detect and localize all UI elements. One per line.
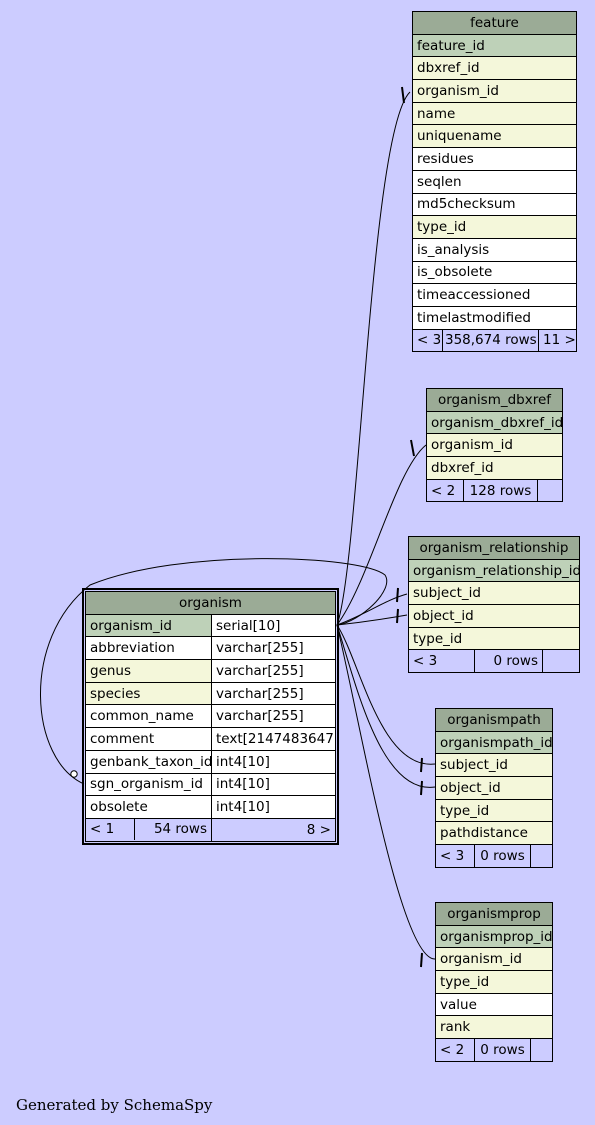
column-name: type_id	[408, 626, 580, 651]
cardinality-mark	[401, 86, 405, 104]
column-type: varchar[255]	[211, 704, 336, 729]
column-name: organism_relationship_id	[408, 558, 580, 583]
column-name: comment	[85, 727, 212, 751]
column-name: is_obsolete	[412, 260, 577, 285]
edge-organism-dbxref-organism	[336, 444, 427, 626]
column-name: residues	[412, 147, 577, 171]
table-feature[interactable]: feature feature_id dbxref_id organism_id…	[412, 11, 577, 353]
children-count[interactable]: 11 >	[538, 328, 577, 353]
column-name: is_analysis	[412, 237, 577, 262]
column-name: organism_id	[85, 613, 212, 638]
column-name: organismpath_id	[435, 730, 553, 755]
edge-path-subject	[336, 624, 436, 765]
row-count: 358,674 rows	[442, 328, 539, 353]
table-organismprop[interactable]: organismprop organismprop_id organism_id…	[435, 902, 553, 1062]
column-name: name	[412, 101, 577, 126]
parents-count[interactable]: < 3	[408, 649, 475, 674]
cardinality-mark	[396, 608, 399, 624]
column-name: organism_id	[412, 79, 577, 103]
edge-feature-organism	[336, 91, 411, 626]
column-name: abbreviation	[85, 636, 212, 661]
column-type: text[2147483647]	[211, 727, 336, 751]
column-name: subject_id	[435, 753, 553, 778]
column-type: varchar[255]	[211, 659, 336, 683]
generated-by-label: Generated by SchemaSpy	[16, 1096, 213, 1114]
column-name: dbxref_id	[426, 456, 563, 480]
column-name: organismprop_id	[435, 924, 553, 949]
parents-count[interactable]: < 1	[87, 819, 135, 841]
column-name: genbank_taxon_id	[85, 749, 212, 774]
column-type: int4[10]	[211, 772, 336, 797]
column-name: type_id	[435, 970, 553, 994]
table-title: organism	[85, 591, 336, 615]
column-name: obsolete	[85, 795, 212, 819]
column-name: md5checksum	[412, 192, 577, 217]
column-name: subject_id	[408, 581, 580, 606]
row-count: 0 rows	[474, 1038, 531, 1062]
column-name: value	[435, 992, 553, 1017]
cardinality-mark	[420, 780, 423, 796]
column-name: pathdistance	[435, 821, 553, 846]
column-name: type_id	[435, 798, 553, 823]
column-name: timeaccessioned	[412, 283, 577, 307]
edge-path-object	[336, 624, 436, 788]
column-name: rank	[435, 1015, 553, 1040]
children-count[interactable]: 8 >	[211, 817, 336, 842]
column-name: object_id	[435, 776, 553, 800]
column-name: genus	[85, 659, 212, 683]
column-name: seqlen	[412, 169, 577, 194]
column-name: organism_id	[435, 947, 553, 972]
column-type: varchar[255]	[211, 636, 336, 661]
row-count: 54 rows	[153, 821, 207, 838]
children-count[interactable]	[542, 649, 580, 674]
cardinality-mark	[420, 757, 423, 773]
children-count[interactable]	[530, 1038, 553, 1062]
table-organism-relationship[interactable]: organism_relationship organism_relations…	[408, 536, 580, 674]
parents-count[interactable]: < 3	[412, 328, 443, 353]
row-count: 0 rows	[474, 844, 531, 868]
cardinality-mark	[396, 587, 399, 603]
cardinality-mark	[410, 439, 415, 457]
table-organism-dbxref[interactable]: organism_dbxref organism_dbxref_id organ…	[426, 388, 563, 503]
edge-prop-organism	[336, 624, 436, 960]
parents-count[interactable]: < 2	[426, 478, 464, 503]
column-type: serial[10]	[211, 613, 336, 638]
column-name: dbxref_id	[412, 56, 577, 81]
column-type: varchar[255]	[211, 681, 336, 706]
edge-relationship-subject	[336, 593, 408, 626]
table-title: organism_relationship	[408, 536, 580, 560]
column-name: type_id	[412, 215, 577, 239]
row-count: 128 rows	[463, 478, 538, 503]
column-name: uniquename	[412, 124, 577, 149]
column-name: organism_id	[426, 433, 563, 458]
column-name: organism_dbxref_id	[426, 410, 563, 435]
parents-count[interactable]: < 3	[435, 844, 475, 868]
table-title: feature	[412, 11, 577, 35]
table-organismpath[interactable]: organismpath organismpath_id subject_id …	[435, 708, 553, 868]
edge-self-loop	[40, 558, 388, 785]
column-name: timelastmodified	[412, 305, 577, 330]
column-name: feature_id	[412, 33, 577, 58]
footer-left: < 1 54 rows	[85, 817, 212, 842]
table-title: organismpath	[435, 708, 553, 732]
column-type: int4[10]	[211, 795, 336, 819]
column-type: int4[10]	[211, 749, 336, 774]
optional-marker	[70, 770, 78, 778]
table-title: organismprop	[435, 902, 553, 926]
column-name: species	[85, 681, 212, 706]
cardinality-mark	[420, 952, 423, 968]
column-name: object_id	[408, 604, 580, 628]
edge-relationship-object	[336, 614, 408, 626]
parents-count[interactable]: < 2	[435, 1038, 475, 1062]
column-name: common_name	[85, 704, 212, 729]
children-count[interactable]	[530, 844, 553, 868]
table-title: organism_dbxref	[426, 388, 563, 412]
column-name: sgn_organism_id	[85, 772, 212, 797]
children-count[interactable]	[537, 478, 563, 503]
row-count: 0 rows	[474, 649, 543, 674]
